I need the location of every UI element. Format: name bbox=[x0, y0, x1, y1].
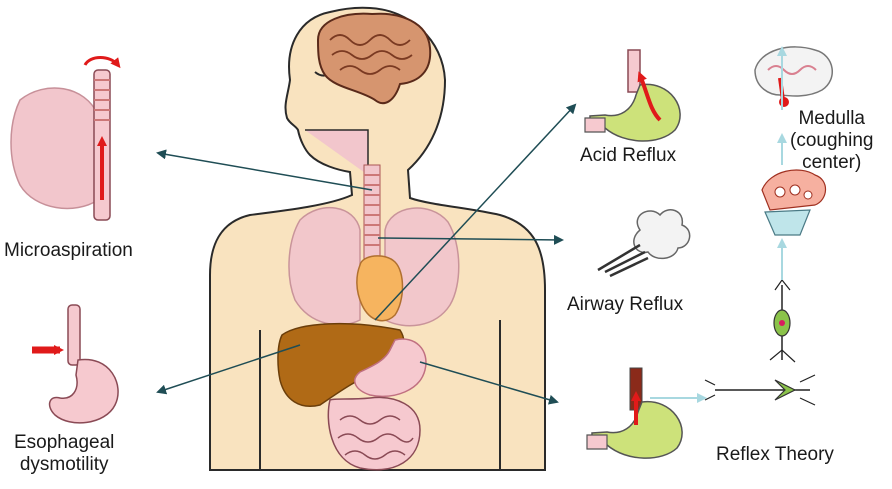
medulla-line2: (coughing bbox=[790, 130, 874, 151]
reflex-stomach bbox=[586, 367, 683, 459]
esophageal-line2: dysmotility bbox=[19, 454, 109, 475]
neuron-icon bbox=[704, 278, 816, 406]
medulla-line1: Medulla bbox=[798, 108, 865, 129]
synapse-icon bbox=[761, 169, 827, 236]
connector-arrows bbox=[156, 103, 577, 405]
acid-reflux-label: Acid Reflux bbox=[580, 145, 677, 166]
medulla-line3: center) bbox=[802, 152, 862, 173]
esophageal-line1: Esophageal bbox=[14, 432, 115, 453]
medulla-brain-icon bbox=[754, 46, 833, 107]
reflex-theory-label: Reflex Theory bbox=[716, 444, 834, 465]
esophageal-dysmotility-label: Esophageal dysmotility bbox=[14, 432, 114, 476]
microaspiration-illustration bbox=[10, 56, 121, 221]
trachea bbox=[363, 164, 381, 261]
microaspiration-label: Microaspiration bbox=[4, 240, 133, 261]
airflow-icon bbox=[597, 209, 691, 278]
reflex-pathway-arrows bbox=[650, 46, 787, 403]
acid-reflux-stomach bbox=[584, 49, 681, 142]
body-stomach bbox=[354, 338, 427, 397]
stomach-icon bbox=[32, 304, 119, 424]
brain-icon bbox=[316, 12, 432, 105]
intestine-icon bbox=[327, 396, 421, 471]
lungs-icon bbox=[288, 206, 460, 327]
heart-icon bbox=[356, 255, 404, 322]
airway-reflux-label: Airway Reflux bbox=[567, 294, 684, 315]
medulla-label: Medulla (coughing center) bbox=[790, 108, 873, 174]
